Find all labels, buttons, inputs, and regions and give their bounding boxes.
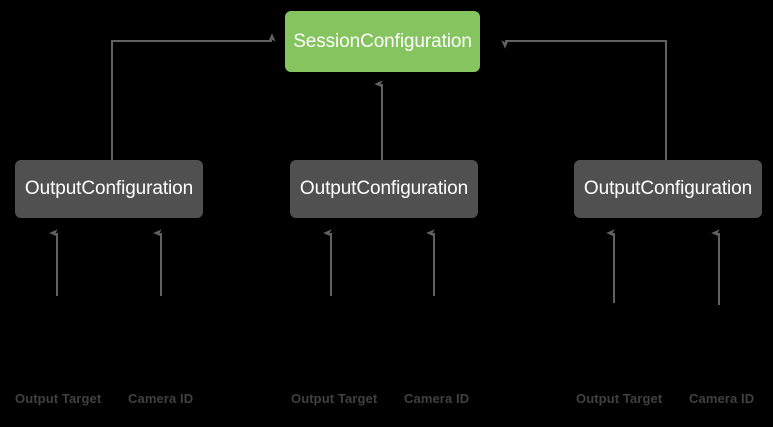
leaf-label-camera-id-right: Camera ID bbox=[689, 391, 755, 406]
node-output-configuration-center-label: OutputConfiguration bbox=[299, 178, 469, 199]
node-output-configuration-right[interactable]: OutputConfiguration bbox=[574, 160, 762, 218]
edge-left-output-to-session bbox=[111, 33, 276, 160]
leaf-label-camera-id-left: Camera ID bbox=[128, 391, 194, 406]
leaf-label-camera-id-center: Camera ID bbox=[404, 391, 470, 406]
leaf-label-output-target-left: Output Target bbox=[15, 391, 102, 406]
leaf-label-output-target-right: Output Target bbox=[576, 391, 663, 406]
node-output-configuration-right-label: OutputConfiguration bbox=[583, 178, 753, 199]
leaf-label-output-target-center: Output Target bbox=[291, 391, 378, 406]
node-output-configuration-left[interactable]: OutputConfiguration bbox=[15, 160, 203, 218]
node-output-configuration-center[interactable]: OutputConfiguration bbox=[290, 160, 478, 218]
node-output-configuration-left-label: OutputConfiguration bbox=[24, 178, 194, 199]
node-session-configuration-label: SessionConfiguration bbox=[293, 30, 472, 52]
node-session-configuration[interactable]: SessionConfiguration bbox=[285, 11, 480, 72]
edge-right-output-to-session bbox=[501, 40, 667, 160]
